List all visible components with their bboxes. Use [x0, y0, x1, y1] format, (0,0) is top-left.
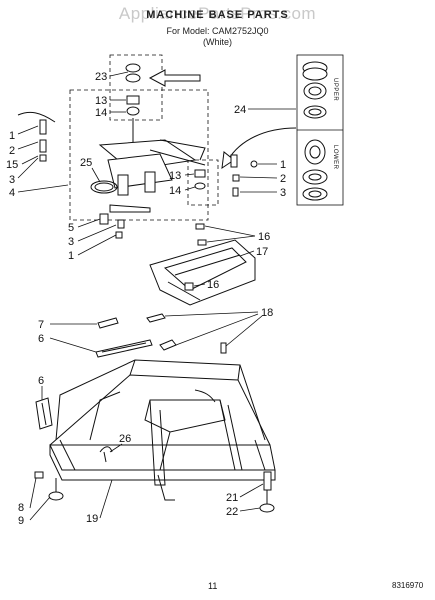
- part-14-upper: [126, 106, 140, 116]
- arrow-head-seal: [221, 151, 235, 170]
- watermark: AppliancePartsPros.com: [118, 4, 317, 23]
- part-25-belt-ring: [90, 180, 118, 194]
- group-box-motor: [69, 89, 209, 221]
- part-7-brace: [97, 317, 119, 329]
- callout-2-right: 2: [280, 173, 286, 185]
- callout-1-left: 1: [9, 130, 15, 142]
- part-23: [125, 63, 141, 83]
- part-16-clips: [184, 223, 207, 291]
- part-26-spring: [99, 446, 113, 463]
- part-6-brace-lower: [35, 397, 53, 430]
- callout-4: 4: [9, 187, 15, 199]
- part-8-leveling-leg: [34, 471, 44, 479]
- callout-26: 26: [119, 433, 131, 445]
- parts-5-3-1: [99, 204, 151, 239]
- callout-1-lower: 1: [68, 250, 74, 262]
- part-17-mounting-plate: [149, 239, 256, 306]
- callout-14-upper: 14: [95, 107, 107, 119]
- callout-24: 24: [234, 104, 246, 116]
- arrow-to-group-23: [148, 69, 201, 87]
- diagram-title: MACHINE BASE PARTS: [146, 9, 289, 21]
- callout-3-lower: 3: [68, 236, 74, 248]
- part-6-brace-upper: [95, 339, 153, 358]
- callout-18: 18: [261, 307, 273, 319]
- callout-3-right: 3: [280, 187, 286, 199]
- transmission-assembly: [98, 118, 206, 196]
- callout-3-left: 3: [9, 174, 15, 186]
- callout-22: 22: [226, 506, 238, 518]
- group-box-23: [109, 54, 163, 121]
- model-line: For Model: CAM2752JQ0: [166, 26, 269, 36]
- left-clip-parts: [17, 111, 56, 162]
- part-13-14-small: [194, 169, 206, 190]
- lower-label: LOWER: [332, 145, 338, 170]
- callout-14-right: 14: [169, 185, 181, 197]
- callout-16-upper: 16: [258, 231, 270, 243]
- callout-6-lower: 6: [38, 375, 44, 387]
- arrow-from-seal-inset: [227, 127, 297, 161]
- callout-23: 23: [95, 71, 107, 83]
- part-21-leg-right: [263, 471, 272, 491]
- part-13-upper: [126, 95, 140, 105]
- callout-15: 15: [6, 159, 18, 171]
- callout-21: 21: [226, 492, 238, 504]
- lower-seal-stack: [302, 139, 328, 201]
- callout-17: 17: [256, 246, 268, 258]
- group-box-13-14: [187, 159, 219, 206]
- callout-5: 5: [68, 222, 74, 234]
- callout-1-right: 1: [280, 159, 286, 171]
- part-19-base-frame: [49, 359, 276, 501]
- right-clip-parts: [230, 154, 258, 197]
- callout-8: 8: [18, 502, 24, 514]
- part-9-foot-left: [48, 478, 64, 501]
- upper-label: UPPER: [332, 78, 338, 101]
- callout-6-upper: 6: [38, 333, 44, 345]
- callout-13-upper: 13: [95, 95, 107, 107]
- upper-seal-stack: [302, 61, 328, 119]
- part-18-clips: [146, 313, 227, 354]
- callout-16-lower: 16: [207, 279, 219, 291]
- leader-lines: [17, 71, 296, 521]
- page-number: 11: [208, 581, 218, 591]
- callout-19: 19: [86, 513, 98, 525]
- callout-13-right: 13: [169, 170, 181, 182]
- callout-9: 9: [18, 515, 24, 527]
- callout-7: 7: [38, 319, 44, 331]
- callout-2-left: 2: [9, 145, 15, 157]
- part-22-foot-right: [259, 490, 275, 513]
- callout-25: 25: [80, 157, 92, 169]
- color-line: (White): [203, 37, 232, 47]
- document-part-number: 8316970: [392, 581, 424, 590]
